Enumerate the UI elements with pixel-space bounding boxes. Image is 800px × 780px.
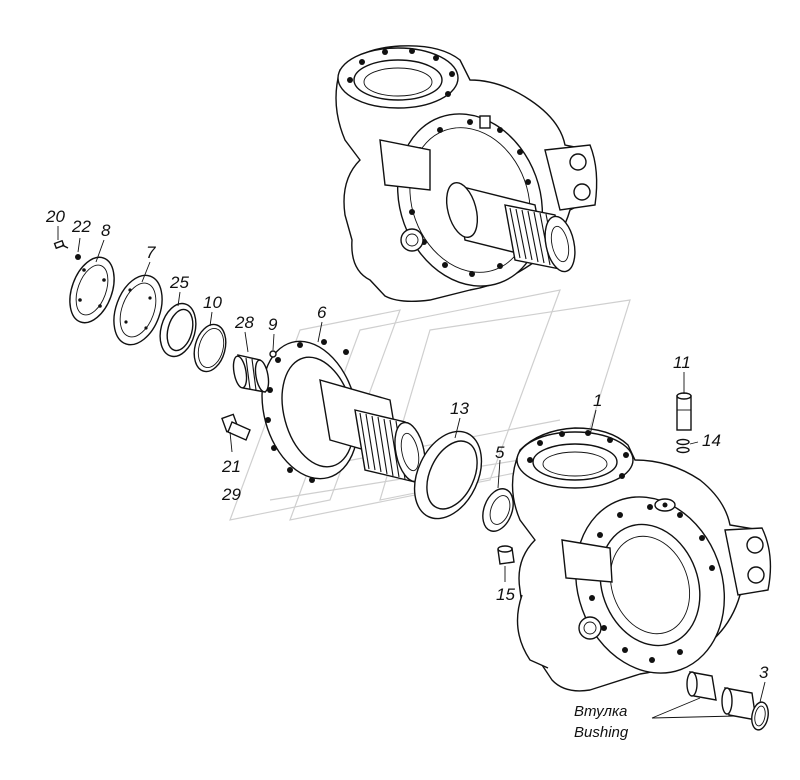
label-part-21: 21 [221, 457, 241, 476]
cover-plate-part-8 [69, 256, 115, 324]
bushing-part-3 [751, 701, 769, 731]
caption-russian: Втулка [574, 703, 627, 720]
label-part-13: 13 [450, 399, 469, 418]
ball-part-9 [269, 350, 277, 358]
screw-part-20 [53, 239, 69, 250]
snap-ring-part-10 [193, 323, 227, 373]
label-part-9: 9 [268, 315, 278, 334]
lower-top-flange-holes [527, 430, 629, 479]
ring-part-5 [482, 488, 514, 532]
hub-bolt-holes [265, 339, 349, 483]
label-part-1: 1 [593, 391, 602, 410]
leader-lines [57, 226, 766, 719]
caption-english: Bushing [574, 724, 629, 741]
bushing-caption: Втулка Bushing [574, 703, 629, 741]
label-part-29: 29 [221, 485, 241, 504]
label-part-25: 25 [169, 273, 189, 292]
label-part-8: 8 [101, 221, 111, 240]
fitting-part-11 [676, 392, 692, 431]
hub-part-6 [261, 339, 426, 483]
disc-bolt-holes [407, 119, 531, 277]
label-part-6: 6 [317, 303, 327, 322]
bolt-part-21-29 [221, 413, 251, 441]
o-ring-part-14 [676, 438, 690, 454]
plug-part-15 [497, 545, 515, 565]
large-seal-part-13 [413, 430, 483, 520]
seal-ring-part-25 [159, 302, 197, 358]
bushing-parts [686, 671, 757, 721]
label-part-28: 28 [234, 313, 254, 332]
bearing-part-28 [232, 354, 270, 393]
upper-knuckle-assembly [335, 45, 598, 303]
label-part-15: 15 [496, 585, 515, 604]
label-part-14: 14 [702, 431, 721, 450]
gasket-part-7 [113, 274, 163, 346]
washer-part-22 [75, 254, 81, 260]
label-part-22: 22 [71, 217, 91, 236]
label-part-5: 5 [495, 443, 505, 462]
label-part-20: 20 [45, 207, 65, 226]
label-part-10: 10 [203, 293, 222, 312]
top-flange-bolt-holes [347, 48, 455, 97]
label-part-7: 7 [146, 243, 156, 262]
label-part-11: 11 [673, 353, 691, 372]
lower-knuckle-assembly [511, 427, 772, 692]
label-part-3: 3 [759, 663, 769, 682]
part-labels: 20 22 8 7 25 10 28 9 6 21 29 13 5 1 11 1… [45, 207, 769, 682]
